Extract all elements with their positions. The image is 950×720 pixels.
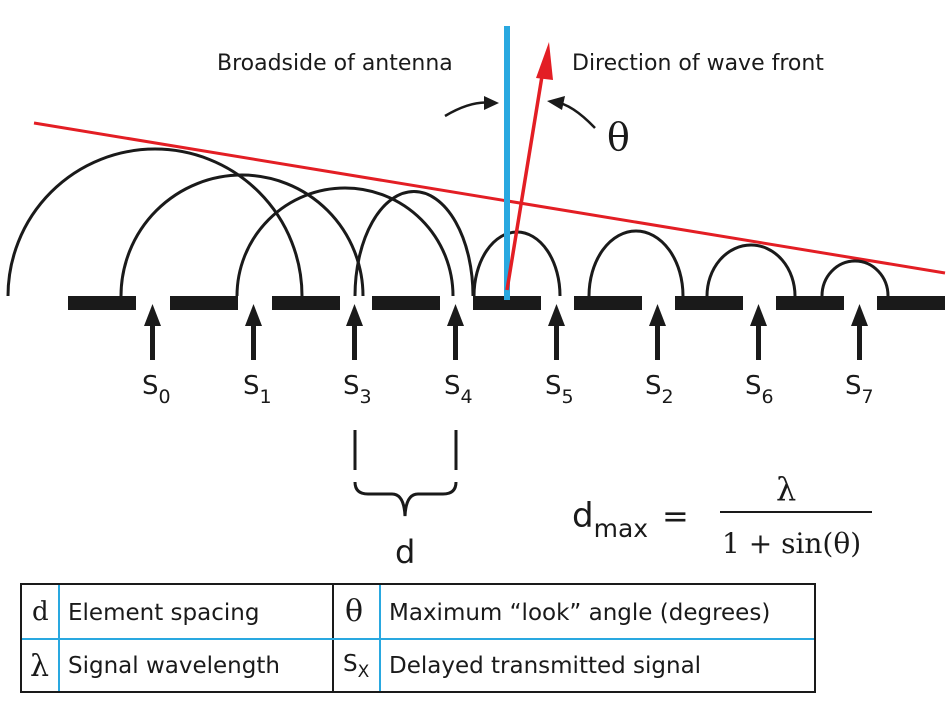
wavelet-s7 [820, 259, 890, 297]
signal-label: S5 [545, 371, 574, 408]
feed-arrows [144, 304, 868, 360]
legend-symbol-theta: θ [345, 594, 364, 629]
legend-text-signal-wavelength: Signal wavelength [68, 653, 280, 679]
dmax-formula: dmax = λ 1 + sin(θ) [572, 470, 872, 560]
signal-label: S1 [243, 371, 272, 408]
legend-text-element-spacing: Element spacing [68, 600, 260, 626]
spacing-label: d [395, 533, 415, 571]
theta-label: θ [607, 115, 630, 159]
formula-numerator: λ [776, 470, 796, 508]
wavelet-s0 [6, 147, 304, 297]
angle-arrows [444, 96, 596, 129]
wavelet-s5 [472, 230, 562, 297]
formula-equals: = [662, 497, 689, 535]
wavelet-s6 [705, 243, 797, 297]
wavelet-s4 [353, 190, 475, 297]
antenna-element [68, 296, 136, 310]
feed-arrow [750, 304, 767, 360]
antenna-element [877, 296, 945, 310]
antenna-element [473, 296, 541, 310]
wave-front-line [33, 121, 946, 275]
signal-label: S3 [343, 371, 372, 408]
feed-arrow [245, 304, 262, 360]
antenna-element [372, 296, 440, 310]
feed-arrow [144, 304, 161, 360]
antenna-element [776, 296, 844, 310]
legend-text-delayed-signal: Delayed transmitted signal [389, 653, 702, 679]
formula-denominator: 1 + sin(θ) [722, 527, 861, 560]
antenna-elements [68, 296, 945, 310]
signal-label: S4 [444, 371, 473, 408]
broadside-label: Broadside of antenna [217, 51, 453, 76]
antenna-element [574, 296, 642, 310]
feed-arrow [346, 304, 363, 360]
wavelet-s2 [587, 229, 685, 297]
legend-symbol-d: d [32, 597, 49, 627]
wavelet-s3 [235, 186, 455, 297]
feed-arrow [447, 304, 464, 360]
wavelet-s1 [119, 173, 365, 297]
signal-label: S0 [142, 371, 171, 408]
wavefront-direction-arrow [505, 42, 553, 291]
formula-lhs: dmax [572, 496, 648, 543]
signal-label: S2 [645, 371, 674, 408]
legend-text-look-angle: Maximum “look” angle (degrees) [389, 600, 771, 626]
wavefront-label: Direction of wave front [572, 51, 824, 76]
antenna-element [170, 296, 238, 310]
feed-arrow [649, 304, 666, 360]
feed-arrow [548, 304, 565, 360]
legend-symbol-lambda: λ [30, 649, 50, 684]
antenna-element [675, 296, 743, 310]
antenna-element [272, 296, 340, 310]
signal-label: S6 [745, 371, 774, 408]
legend-divider [22, 638, 814, 640]
wavelets [6, 147, 890, 297]
spacing-bracket [353, 430, 458, 517]
feed-arrow [851, 304, 868, 360]
legend-table: d Element spacing θ Maximum “look” angle… [20, 583, 816, 693]
legend-symbol-sx: SX [343, 651, 370, 682]
signal-label: S7 [845, 371, 874, 408]
signal-labels: S0 S1 S3 S4 S5 S2 S6 S7 [142, 371, 874, 408]
